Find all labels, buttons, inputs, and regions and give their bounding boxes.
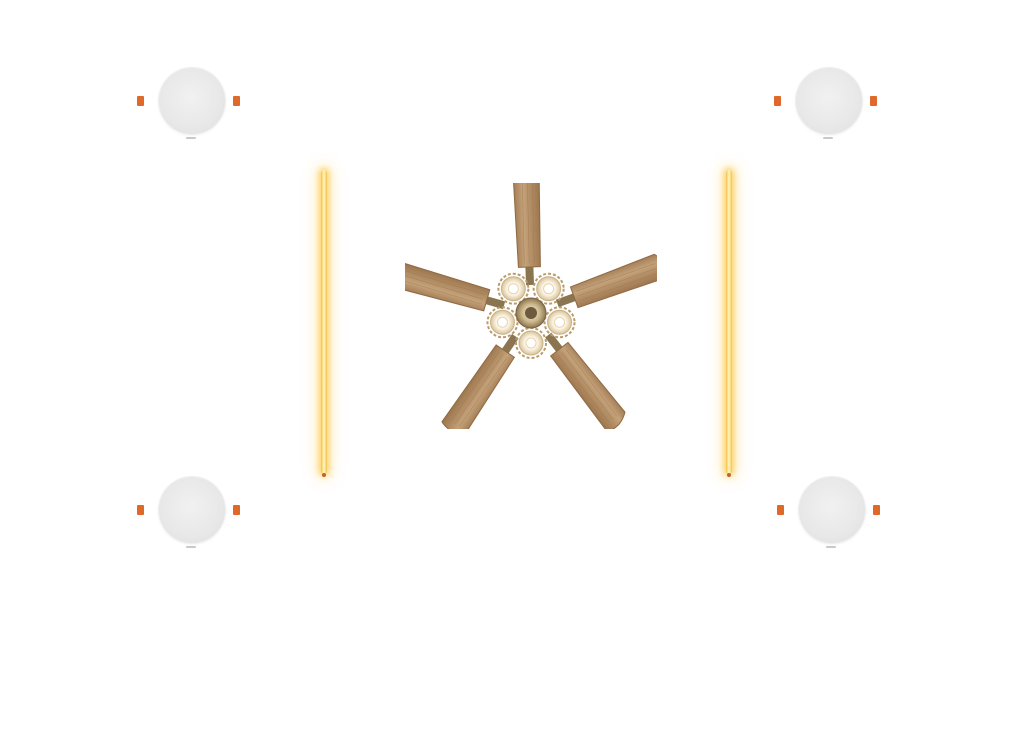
fan-blade [405, 261, 506, 312]
ceiling-fan-graphic [405, 183, 657, 429]
mounting-clip [873, 505, 880, 515]
fan-blade [555, 253, 657, 309]
fan-blades [405, 183, 657, 429]
downlight-panel [159, 68, 225, 134]
downlight-panel [159, 477, 225, 543]
wood-grain [527, 183, 530, 264]
label-tag [186, 137, 196, 139]
downlight-bottom-left [137, 477, 247, 557]
label-tag [186, 546, 196, 548]
ceiling-fan [405, 183, 657, 429]
light-bulb [507, 283, 519, 295]
wood-grain [405, 279, 482, 305]
mounting-clip [777, 505, 784, 515]
downlight-panel [796, 68, 862, 134]
fan-blade [512, 183, 541, 286]
wood-grain [557, 355, 610, 423]
mounting-clip [137, 96, 144, 106]
light-bulb [525, 337, 537, 349]
fan-hub-cap [525, 307, 537, 319]
blade-panel [549, 341, 626, 429]
label-tag [823, 137, 833, 139]
light-bulb [554, 316, 566, 328]
wood-grain [561, 352, 613, 420]
light-bulb [496, 316, 508, 328]
blade-panel [441, 344, 516, 429]
wood-grain [532, 183, 535, 263]
mounting-clip [870, 96, 877, 106]
wood-grain [405, 274, 484, 300]
fan-light-kit [486, 272, 576, 359]
downlight-bottom-right [777, 477, 887, 557]
wood-grain [405, 270, 485, 295]
light-bulb [543, 283, 555, 295]
wood-grain [522, 183, 525, 264]
fan-blade [441, 333, 519, 429]
mounting-clip [774, 96, 781, 106]
mounting-clip [137, 505, 144, 515]
wood-grain [579, 272, 657, 301]
mounting-clip [233, 505, 240, 515]
blade-panel [405, 261, 491, 312]
downlight-top-right [774, 68, 884, 148]
wood-grain [459, 357, 508, 427]
wood-grain [577, 267, 657, 297]
downlight-panel [799, 477, 865, 543]
led-strip-right [726, 170, 732, 477]
fan-blade [545, 332, 626, 429]
label-tag [826, 546, 836, 548]
led-strip-left [321, 170, 327, 477]
mounting-clip [233, 96, 240, 106]
globe-holder [497, 272, 530, 305]
blade-panel [569, 253, 657, 309]
wood-grain [565, 349, 617, 417]
wood-grain [450, 351, 500, 421]
globe-holder [532, 272, 565, 305]
wood-grain [454, 354, 504, 424]
downlight-top-left [137, 68, 247, 148]
wood-grain [576, 263, 656, 292]
